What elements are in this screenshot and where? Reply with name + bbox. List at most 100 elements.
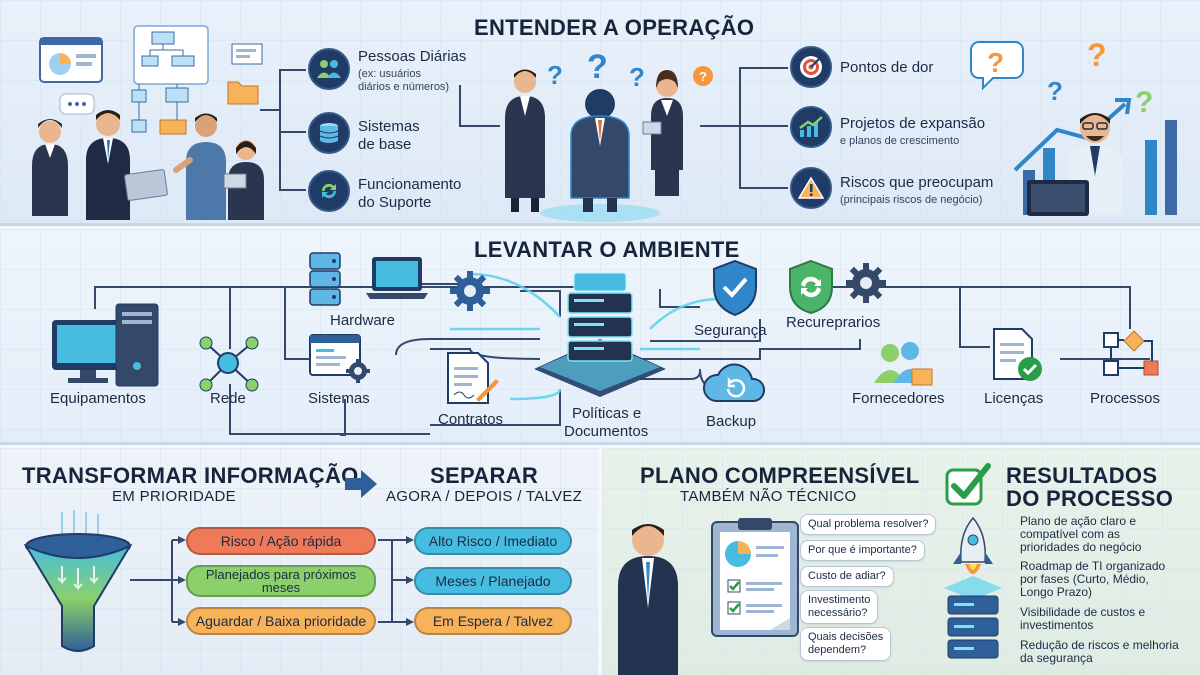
item-pessoas-label: Pessoas Diárias (358, 48, 467, 65)
question-bubble-5: Quais decisões dependem? (800, 627, 892, 661)
item-suporte-label2: do Suporte (358, 194, 432, 211)
license-document-icon (993, 328, 1042, 381)
question-5-line1: Quais decisões (808, 631, 884, 643)
item-suporte-label: Funcionamento (358, 176, 462, 193)
section-subtitle: TAMBÉM NÃO TÉCNICO (680, 488, 857, 505)
result-3-line2: investimentos (1020, 618, 1094, 632)
funnel-connector-lines (130, 536, 414, 626)
label-licencas: Licenças (984, 390, 1044, 407)
item-projetos-sub: e planos de crescimento (840, 135, 960, 147)
svg-text:?: ? (987, 47, 1004, 78)
question-4-line1: Investimento (808, 594, 871, 606)
question-bubble-4: Investimento necessário? (800, 590, 879, 624)
label-sistemas: Sistemas (308, 390, 370, 407)
svg-text:?: ? (629, 62, 645, 92)
section-title-2: SEPARAR (430, 463, 539, 488)
refresh-icon (308, 170, 350, 212)
question-5-line2: dependem? (808, 644, 867, 656)
svg-text:?: ? (1135, 86, 1153, 119)
gear-icon (846, 263, 886, 303)
pill-planejados-line1: Planejados para próximos (205, 567, 357, 582)
question-bubble-1: Qual problema resolver? (800, 514, 937, 535)
left-connector-lines (260, 69, 500, 191)
target-icon (790, 46, 832, 88)
result-3-line1: Visibilidade de custos e (1020, 605, 1146, 619)
svg-text:?: ? (699, 69, 707, 84)
environment-connector-lines (94, 272, 1150, 436)
section-subtitle-2: AGORA / DEPOIS / TALVEZ (386, 488, 583, 505)
section-plano-resultados: PLANO COMPREENSÍVEL TAMBÉM NÃO TÉCNICO Q… (602, 448, 1200, 675)
process-flow-icon (1103, 330, 1159, 376)
funnel-icon (23, 510, 133, 652)
section-title: TRANSFORMAR INFORMAÇÃO (22, 463, 359, 488)
suppliers-icon (874, 342, 933, 386)
section-title: LEVANTAR O AMBIENTE (474, 237, 740, 262)
section-title: ENTENDER A OPERAÇÃO (474, 15, 755, 40)
item-projetos-label: Projetos de expansão (840, 115, 986, 132)
pill-planejados: Planejados para próximos meses (186, 565, 376, 597)
center-figures-illustration: ? ? ? ? (505, 48, 713, 222)
background-grid (602, 448, 1200, 675)
presenter-clipboard-illustration (618, 518, 799, 675)
gear-icon (450, 271, 490, 311)
question-4-line2: necessário? (808, 607, 868, 619)
question-bubble-3: Custo de adiar? (800, 566, 894, 587)
section-transformar-prioridade: TRANSFORMAR INFORMAÇÃO EM PRIORIDADE SEP… (0, 448, 598, 675)
label-seguranca: Segurança (694, 322, 767, 339)
right-connector-lines (700, 67, 788, 189)
contract-icon (447, 352, 499, 404)
pill-aguardar: Aguardar / Baixa prioridade (186, 607, 376, 635)
hardware-icon (309, 252, 428, 306)
result-2-line1: Roadmap de TI organizado (1020, 559, 1166, 573)
result-item-3: Visibilidade de custos e investimentos (1020, 606, 1145, 632)
analyst-growth-illustration: ? ? ? ? (970, 37, 1177, 216)
growth-chart-icon (790, 106, 832, 148)
label-equipamentos: Equipamentos (50, 390, 146, 407)
team-flowchart-illustration (32, 25, 264, 220)
result-1-line2: compatível com as (1020, 527, 1121, 541)
section-entender-operacao: ENTENDER A OPERAÇÃO Pessoas Diárias (ex:… (0, 0, 1200, 226)
central-server-icon (534, 272, 666, 397)
result-item-1: Plano de ação claro e compatível com as … (1020, 515, 1141, 554)
result-2-line2: por fases (Curto, Médio, (1020, 572, 1149, 586)
recovery-shield-icon (789, 259, 833, 315)
item-pontos-dor-label: Pontos de dor (840, 59, 934, 76)
question-bubble-2: Por que é importante? (800, 540, 925, 561)
rocket-server-icon (944, 516, 1002, 659)
label-hardware: Hardware (330, 312, 396, 329)
check-badge-icon (945, 463, 991, 506)
pill-risco-acao-rapida: Risco / Ação rápida (186, 527, 376, 555)
svg-text:?: ? (1047, 76, 1063, 106)
svg-text:?: ? (587, 48, 608, 86)
label-backup: Backup (706, 413, 757, 430)
result-4-line2: da segurança (1020, 651, 1093, 665)
svg-text:?: ? (547, 60, 563, 90)
result-4-line1: Redução de riscos e melhoria (1020, 638, 1179, 652)
users-icon (308, 48, 350, 90)
svg-text:?: ? (1087, 37, 1107, 73)
label-politicas-2: Documentos (564, 423, 649, 440)
result-2-line3: Longo Prazo) (1020, 585, 1093, 599)
item-sistemas-label: Sistemas (358, 118, 420, 135)
label-processos: Processos (1090, 390, 1161, 407)
item-riscos-label: Riscos que preocupam (840, 174, 994, 191)
network-icon (199, 336, 259, 392)
item-sistemas-label2: de base (358, 136, 412, 153)
pill-meses-planejado: Meses / Planejado (414, 567, 572, 595)
item-pessoas-sub: (ex: usuários (358, 68, 421, 80)
systems-window-icon (309, 334, 370, 383)
result-1-line3: prioridades do negócio (1020, 540, 1142, 554)
pill-em-espera: Em Espera / Talvez (414, 607, 572, 635)
item-pessoas-sub2: diários e números) (358, 81, 450, 93)
label-recuperarios: Recureprarios (786, 314, 881, 331)
shield-icon (713, 259, 757, 317)
results-title-2: DO PROCESSO (1006, 486, 1174, 511)
pill-alto-risco: Alto Risco / Imediato (414, 527, 572, 555)
cloud-backup-icon (703, 363, 766, 402)
section-levantar-ambiente: LEVANTAR O AMBIENTE (0, 229, 1200, 445)
arrow-right-icon (345, 470, 377, 498)
section-title: PLANO COMPREENSÍVEL (640, 463, 920, 488)
label-politicas: Políticas e (572, 405, 642, 422)
results-title: RESULTADOS (1006, 463, 1158, 488)
workstation-icon (52, 303, 159, 387)
